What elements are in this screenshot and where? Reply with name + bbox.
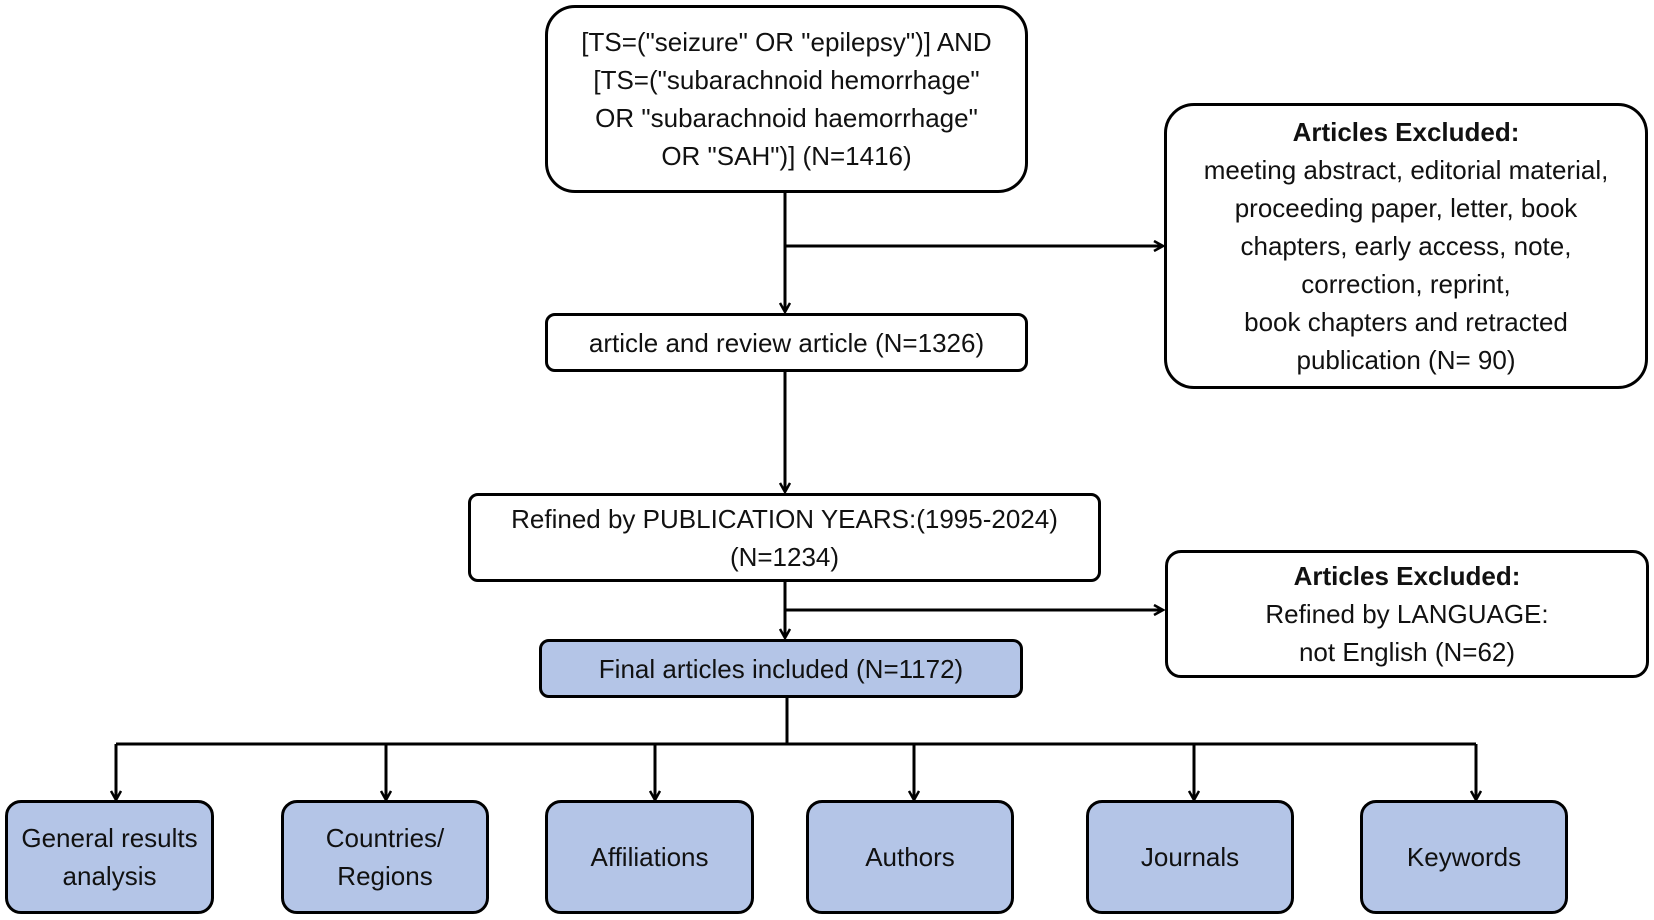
exclusion-box-language: Articles Excluded: Refined by LANGUAGE: … — [1165, 550, 1649, 678]
outcome-authors: Authors — [806, 800, 1014, 914]
outcome-label: Journals — [1140, 842, 1240, 872]
search-query-box: [TS=("seizure" OR "epilepsy")] AND [TS=(… — [545, 5, 1028, 193]
exclusion-line: not English (N=62) — [1298, 637, 1516, 667]
final-articles-box: Final articles included (N=1172) — [539, 639, 1023, 698]
outcome-label: General results — [21, 823, 198, 853]
final-articles-text: Final articles included (N=1172) — [598, 653, 964, 684]
query-line: [TS=("subarachnoid hemorrhage" — [593, 65, 980, 95]
outcome-label: analysis — [62, 861, 157, 891]
outcome-label: Regions — [337, 861, 433, 891]
exclusion-line: correction, reprint, — [1301, 269, 1511, 299]
exclusion-line: publication (N= 90) — [1296, 345, 1516, 375]
query-line: OR "SAH")] (N=1416) — [661, 141, 912, 171]
exclusion-line: proceeding paper, letter, book — [1234, 193, 1578, 223]
outcome-label: Affiliations — [590, 842, 709, 872]
outcome-journals: Journals — [1086, 800, 1294, 914]
outcome-countries-regions: Countries/ Regions — [281, 800, 489, 914]
outcome-label: Authors — [865, 842, 955, 872]
outcome-label: Countries/ — [325, 823, 445, 853]
exclusion-box-document-types: Articles Excluded: meeting abstract, edi… — [1164, 103, 1648, 389]
query-line: OR "subarachnoid haemorrhage" — [595, 103, 978, 133]
outcome-keywords: Keywords — [1360, 800, 1568, 914]
step-years-line: (N=1234) — [729, 541, 840, 572]
exclusion-line: Refined by LANGUAGE: — [1265, 599, 1549, 629]
exclusion-line: book chapters and retracted — [1244, 307, 1568, 337]
step-publication-years-box: Refined by PUBLICATION YEARS:(1995-2024)… — [468, 493, 1101, 582]
exclusion-line: meeting abstract, editorial material, — [1203, 155, 1609, 185]
outcome-label: Keywords — [1406, 842, 1522, 872]
step-years-line: Refined by PUBLICATION YEARS:(1995-2024) — [511, 503, 1058, 534]
outcome-general-results: General results analysis — [5, 800, 214, 914]
exclusion-heading: Articles Excluded: — [1293, 561, 1521, 591]
exclusion-line: chapters, early access, note, — [1240, 231, 1572, 261]
outcome-affiliations: Affiliations — [545, 800, 754, 914]
step-article-review-box: article and review article (N=1326) — [545, 313, 1028, 372]
query-line: [TS=("seizure" OR "epilepsy")] AND — [581, 27, 992, 57]
exclusion-heading: Articles Excluded: — [1292, 117, 1520, 147]
step-article-text: article and review article (N=1326) — [588, 327, 985, 358]
